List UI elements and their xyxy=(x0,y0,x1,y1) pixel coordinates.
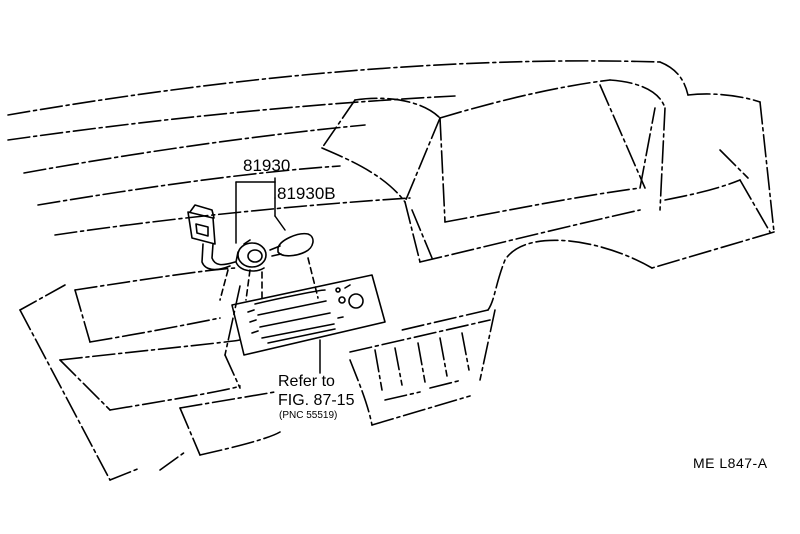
wedge-bulb-icon xyxy=(269,232,314,257)
part-number-81930b: 81930B xyxy=(277,184,336,203)
part-leaders xyxy=(219,257,319,301)
dashboard-outline xyxy=(7,60,775,331)
leader-lines xyxy=(235,177,321,374)
heater-control-panel xyxy=(231,274,386,356)
cluster-hood xyxy=(321,79,771,263)
refer-to-label: Refer to xyxy=(278,373,335,390)
wire-connector-icon xyxy=(187,204,236,271)
part-number-81930: 81930 xyxy=(243,156,291,175)
figure-reference: FIG. 87-15 xyxy=(278,392,355,409)
lower-panel xyxy=(19,267,496,481)
pnc-reference: (PNC 55519) xyxy=(279,410,338,421)
illustration-code: ME L847-A xyxy=(693,455,768,471)
bulb-socket-icon xyxy=(235,239,267,272)
